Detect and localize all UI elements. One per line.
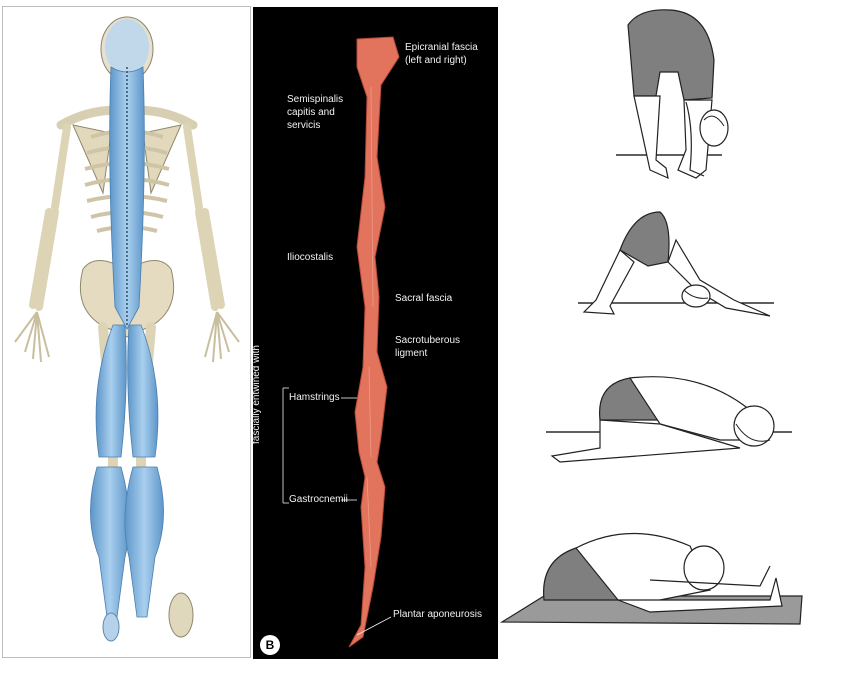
standing-forward-fold-pose (616, 9, 729, 180)
label-iliocostalis: Iliocostalis (287, 252, 334, 263)
childs-pose (546, 376, 792, 463)
label-semispinalis-3: servicis (287, 120, 321, 131)
label-plantar-aponeurosis: Plantar aponeurosis (393, 609, 482, 620)
label-sacrotuberous-2: ligment (395, 348, 428, 359)
label-epicranial-fascia: Epicranial fascia (405, 42, 478, 53)
label-semispinalis-1: Semispinalis (287, 94, 344, 105)
stretch-poses-illustration (500, 9, 803, 625)
label-sacrotuberous-1: Sacrotuberous (395, 335, 461, 346)
label-epicranial-fascia-sub: (left and right) (405, 55, 467, 66)
label-sacral-fascia: Sacral fascia (395, 293, 453, 304)
panel-letter-badge: B (260, 635, 280, 655)
skeleton-illustration (14, 16, 240, 642)
dissected-fascia-strip (282, 36, 400, 648)
label-fascially-entwined: fascially entwined with (251, 345, 262, 444)
skeleton-illustration-panel (2, 6, 251, 658)
dissection-photo-panel: Epicranial fascia (left and right) Semis… (251, 7, 498, 659)
downward-dog-pose (578, 211, 774, 317)
seated-forward-bend-pose (500, 532, 803, 625)
label-semispinalis-2: capitis and (287, 107, 335, 118)
label-gastrocnemii: Gastrocnemii (289, 494, 348, 505)
stretch-poses-panel (500, 0, 841, 673)
label-hamstrings: Hamstrings (289, 392, 340, 403)
